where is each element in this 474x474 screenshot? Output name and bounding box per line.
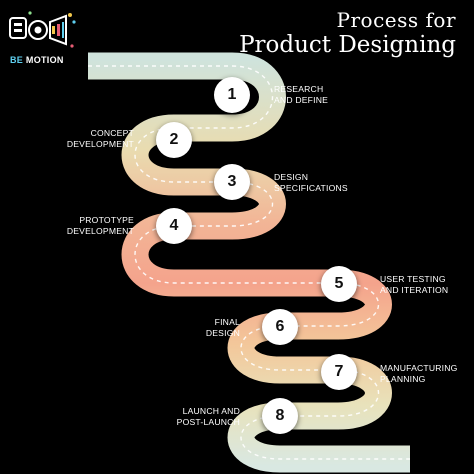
step-4-label: PROTOTYPE DEVELOPMENT	[66, 215, 134, 236]
logo-brand-be: BE	[10, 55, 24, 65]
step-8-label: LAUNCH AND POST-LAUNCH	[176, 406, 240, 427]
step-3-badge: 3	[214, 164, 250, 200]
step-4-badge: 4	[156, 208, 192, 244]
logo-brand-motion: MOTION	[23, 55, 64, 65]
road-dashed-centerline	[88, 65, 410, 460]
step-2-label: CONCEPT DEVELOPMENT	[66, 128, 134, 149]
step-6-label: FINAL DESIGN	[205, 317, 240, 338]
logo-wordmark: BE MOTION	[10, 55, 80, 65]
title-line-2: Product Designing	[239, 32, 456, 58]
step-3-label: DESIGN SPECIFICATIONS	[274, 172, 348, 193]
logo-icon	[9, 11, 76, 48]
step-1-badge: 1	[214, 77, 250, 113]
step-5-badge: 5	[321, 266, 357, 302]
step-7-badge: 7	[321, 354, 357, 390]
step-5-label: USER TESTING AND ITERATION	[380, 274, 449, 295]
step-1-label: RESEARCH AND DEFINE	[274, 84, 329, 105]
step-2-badge: 2	[156, 122, 192, 158]
step-8-badge: 8	[262, 398, 298, 434]
title-line-1: Process for	[336, 8, 456, 32]
step-7-label: MANUFACTURING PLANNING	[380, 363, 458, 384]
step-6-badge: 6	[262, 309, 298, 345]
